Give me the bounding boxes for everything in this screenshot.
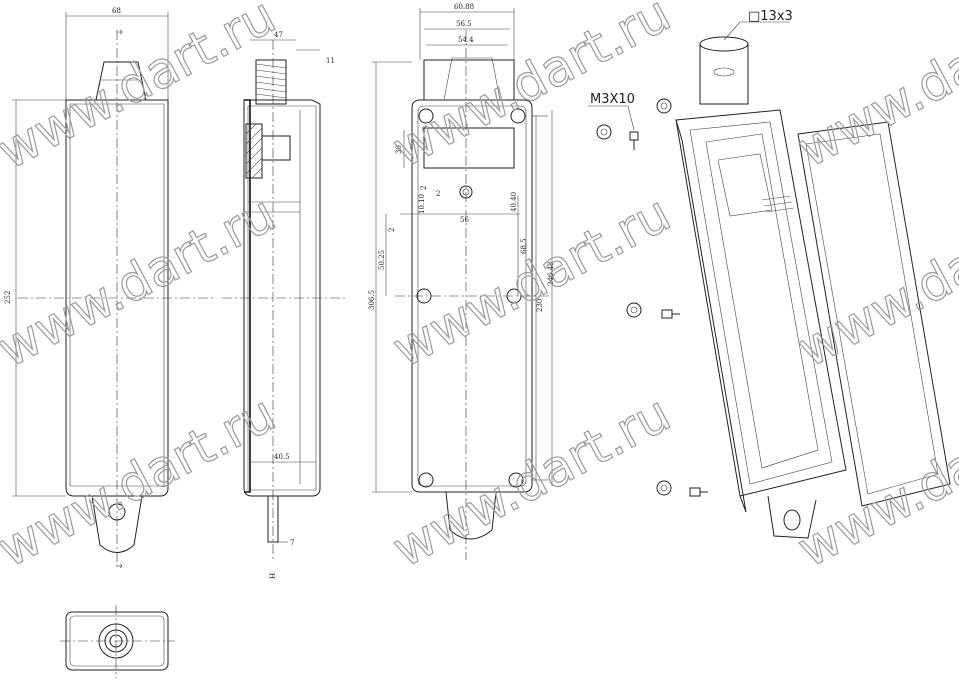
section-top-dim: 47 (274, 31, 283, 39)
watermark-layer: www.dart.ru www.dart.ru www.dart.ru www.… (0, 0, 959, 579)
section-mark: H (269, 573, 277, 579)
screw-icon (629, 131, 708, 497)
section-bottom-dim: 40.5 (274, 453, 290, 461)
front-height-dim: 252 (4, 291, 12, 304)
section-view: 47 11 40.5 7 H (222, 31, 345, 579)
iso-view: □13x3 M3X10 (588, 9, 951, 539)
nut-callout: □13x3 (748, 9, 793, 24)
inner-v2a-dim: 2 (420, 186, 428, 190)
watermark: www.dart.ru (0, 184, 285, 378)
inner-v230-dim: 230 (536, 299, 544, 312)
inner-v40-dim: 40.40 (510, 192, 518, 212)
section-stub-dim: 7 (290, 539, 294, 547)
inner-view: 60.88 56.5 54.4 30 2 2 10.10 56 40.40 2 … (368, 3, 555, 560)
inner-v246-dim: 246.48 (547, 262, 555, 287)
inner-v68-dim: 68.5 (520, 238, 528, 254)
inner-v306-dim: 306.5 (368, 290, 376, 310)
watermark: www.dart.ru (788, 0, 959, 179)
inner-h30-dim: 30 (395, 145, 403, 154)
front-width-dim: 68 (112, 7, 121, 15)
inner-w1-dim: 60.88 (454, 3, 474, 11)
section-wall-dim: 11 (326, 57, 335, 65)
screw-callout: M3X10 (590, 92, 635, 107)
watermark: www.dart.ru (788, 184, 959, 378)
bottom-view (60, 605, 175, 678)
inner-v10-dim: 10.10 (418, 194, 426, 214)
watermark: www.dart.ru (0, 0, 285, 181)
inner-v2c-dim: 2 (388, 228, 396, 232)
inner-w3-dim: 54.4 (458, 36, 474, 44)
front-view: 68 252 (4, 7, 215, 569)
watermark: www.dart.ru (0, 384, 285, 578)
inner-v2b-dim: 2 (436, 190, 440, 198)
inner-v56-dim: 56 (460, 216, 469, 224)
inner-v50-dim: 50.25 (378, 250, 386, 270)
watermark: www.dart.ru (788, 384, 959, 578)
inner-w2-dim: 56.5 (456, 20, 472, 28)
nut-icon (596, 98, 672, 496)
